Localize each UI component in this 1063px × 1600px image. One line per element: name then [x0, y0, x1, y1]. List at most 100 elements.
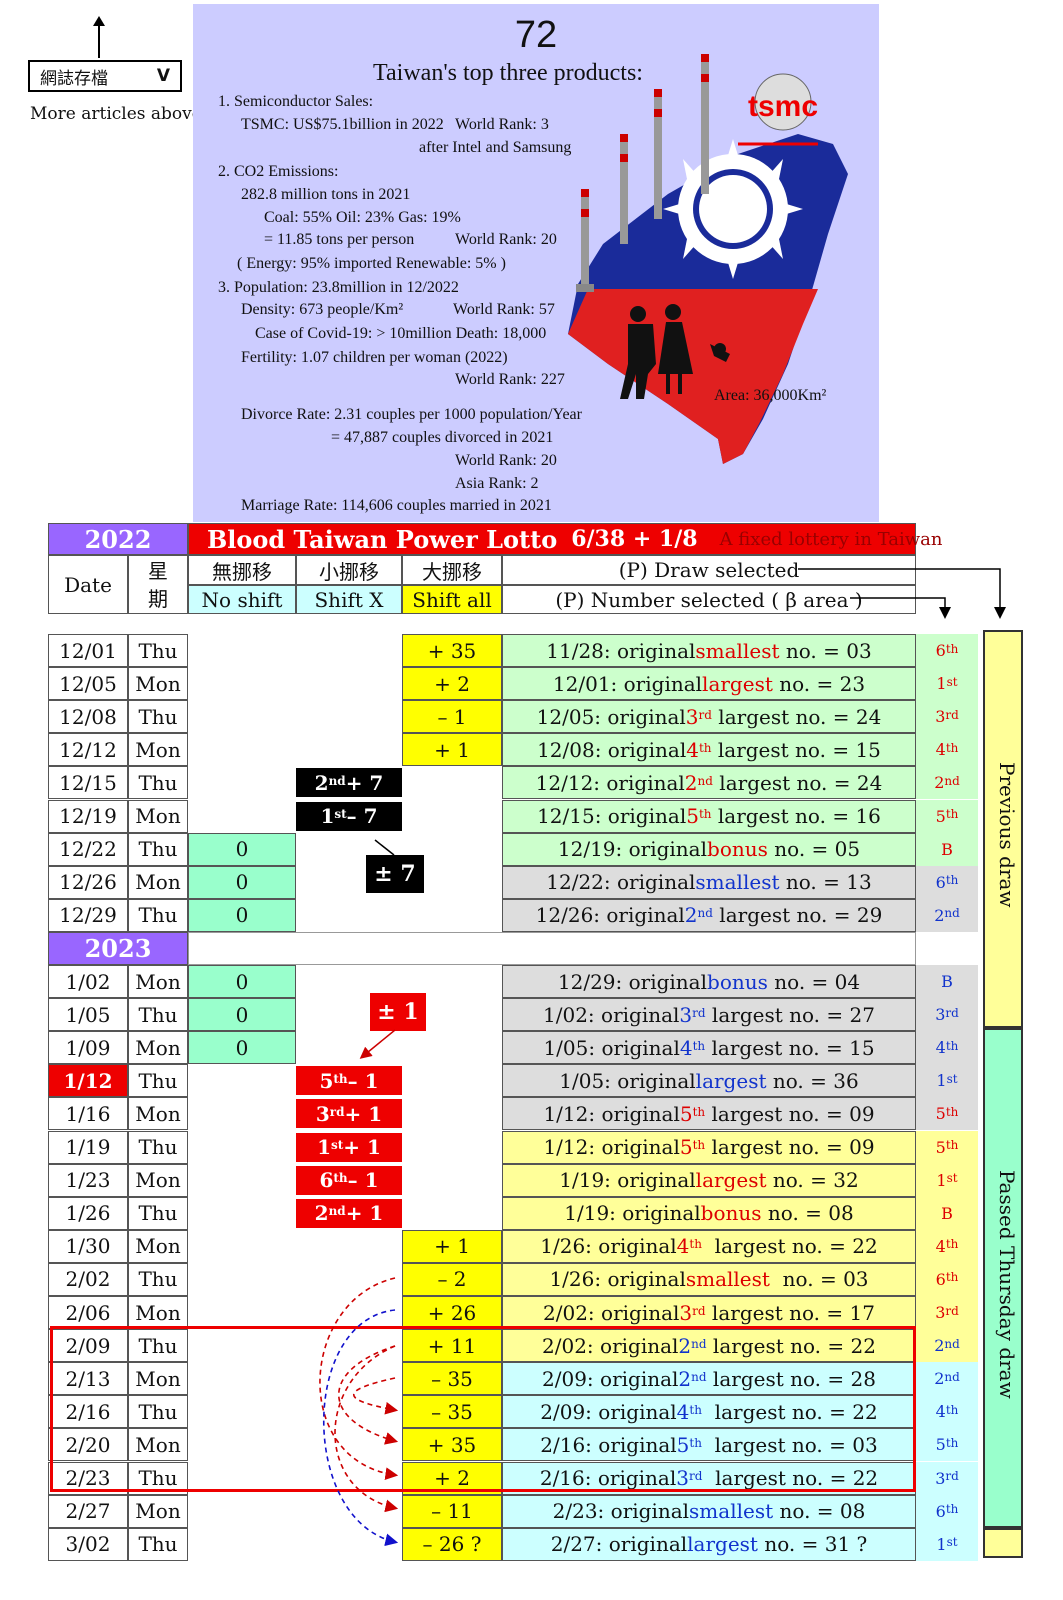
orig-suffix: no. = 31 ? [757, 1532, 868, 1557]
shift-x-suffix: th [333, 1071, 348, 1086]
pm1-label: ± 1 [370, 993, 426, 1031]
orig-suffix: no. = 08 [773, 1499, 866, 1524]
orig-prefix: 1/05: original [559, 1068, 696, 1093]
weekday-char: 星 [148, 558, 168, 583]
rank-cell: B [916, 1196, 978, 1230]
number-selected-cell: 12/19: original bonus no. = 05 [502, 832, 916, 866]
orig-keyword-suffix: th [698, 740, 712, 755]
rank-value: 6 [935, 641, 946, 660]
info-line: Coal: 55% Oil: 23% Gas: 19% [264, 209, 461, 226]
orig-keyword-suffix: rd [688, 1469, 703, 1483]
orig-suffix: no. = 04 [767, 969, 861, 994]
orig-suffix: largest no. = 22 [701, 1234, 878, 1259]
weekday-cell: Mon [128, 667, 188, 701]
shift-x-rank: 2 [314, 1201, 329, 1226]
weekday-cell: Mon [128, 733, 188, 767]
title-formula: 6/38 + 1/8 [571, 526, 698, 552]
noshift-cell: 0 [188, 965, 296, 998]
taiwan-infographic: 72 Taiwan's top three products: tsmc Are… [193, 4, 879, 522]
rank-suffix: st [946, 1535, 958, 1550]
rank-suffix: nd [944, 773, 960, 788]
shift-all-cell: + 11 [402, 1329, 502, 1363]
rank-suffix: rd [945, 707, 959, 722]
thursday-draw-label: Passed Thursday draw [995, 1170, 1019, 1399]
taiwan-flag-map-icon: tsmc [568, 54, 848, 464]
weekday-char: 期 [148, 586, 168, 611]
orig-suffix: no. = 03 [769, 1267, 869, 1292]
orig-suffix: largest no. = 17 [705, 1300, 875, 1325]
blog-archive-dropdown[interactable]: 網誌存檔 V [28, 60, 182, 92]
weekday-cell: Mon [128, 965, 188, 998]
noshift-cell: 0 [188, 1031, 296, 1065]
shift-x-suffix: st [330, 1138, 344, 1152]
archive-label: 網誌存檔 [40, 68, 108, 89]
info-line: = 47,887 couples divorced in 2021 [331, 429, 554, 446]
rank-suffix: th [945, 1237, 959, 1252]
info-line: World Rank: 3 [455, 116, 549, 133]
rank-value: B [941, 839, 953, 859]
info-line: World Rank: 20 [455, 231, 557, 248]
shift-all-cell: – 1 [402, 700, 502, 734]
shift-x-suffix: th [333, 1171, 348, 1186]
number-selected-cell: 1/26: original smallest no. = 03 [502, 1262, 916, 1296]
date-cell: 2/27 [48, 1494, 128, 1528]
col-draw-selected: (P) Draw selected [502, 555, 916, 585]
number-selected-cell: 11/28: original smallest no. = 03 [502, 634, 916, 667]
noshift-cell: 0 [188, 832, 296, 866]
rank-value: 5 [935, 1137, 946, 1157]
date-cell: 12/01 [48, 634, 128, 667]
shift-x-amount: + 1 [343, 1135, 381, 1159]
rank-value: 2 [934, 1336, 945, 1356]
weekday-cell: Mon [128, 865, 188, 899]
date-cell: 2/13 [48, 1362, 128, 1396]
date-cell: 1/23 [48, 1163, 128, 1197]
rank-suffix: rd [945, 1303, 959, 1318]
date-cell: 2/16 [48, 1395, 128, 1429]
info-line: = 11.85 tons per person [264, 231, 415, 248]
orig-suffix: largest no. = 03 [701, 1432, 878, 1457]
shift-all-cell: – 26 ? [402, 1527, 502, 1561]
orig-prefix: 12/26: original [535, 903, 685, 928]
orig-keyword: 2 [678, 1333, 692, 1358]
rank-cell: B [916, 965, 978, 998]
rank-value: 2 [934, 905, 945, 925]
orig-prefix: 1/19: original [564, 1201, 701, 1226]
orig-prefix: 2/23: original [552, 1499, 690, 1524]
number-selected-cell: 1/19: original largest no. = 32 [502, 1163, 916, 1197]
info-line: Case of Covid-19: > 10million Death: 18,… [255, 325, 547, 342]
number-selected-cell: 12/01: original largest no. = 23 [502, 667, 916, 701]
rank-value: 4 [935, 740, 946, 760]
orig-prefix: 11/28: original [546, 638, 696, 663]
orig-suffix: largest no. = 27 [705, 1002, 875, 1027]
rank-suffix: th [945, 1038, 959, 1053]
col-shiftall: Shift all [402, 585, 502, 614]
shift-all-cell: + 1 [402, 1229, 502, 1263]
number-selected-cell: 1/05: original largest no. = 36 [502, 1064, 916, 1098]
orig-keyword: 5 [676, 1432, 690, 1457]
orig-prefix: 2/16: original [539, 1466, 677, 1490]
orig-suffix: largest no. = 22 [706, 1333, 876, 1358]
rank-suffix: st [946, 1171, 958, 1186]
number-selected-cell: 1/19: original bonus no. = 08 [502, 1196, 916, 1230]
date-cell: 2/09 [48, 1329, 128, 1363]
number-selected-cell: 12/22: original smallest no. = 13 [502, 865, 916, 899]
rank-value: 6 [935, 872, 946, 892]
shift-all-cell: + 1 [402, 733, 502, 767]
more-articles-text: More articles above [30, 104, 202, 124]
rank-suffix: rd [945, 1469, 959, 1483]
orig-suffix: largest no. = 09 [705, 1101, 875, 1126]
info-line: TSMC: US$75.1billion in 2022 [241, 116, 444, 133]
orig-keyword-suffix: nd [691, 1369, 707, 1384]
orig-keyword: 3 [679, 1002, 693, 1027]
